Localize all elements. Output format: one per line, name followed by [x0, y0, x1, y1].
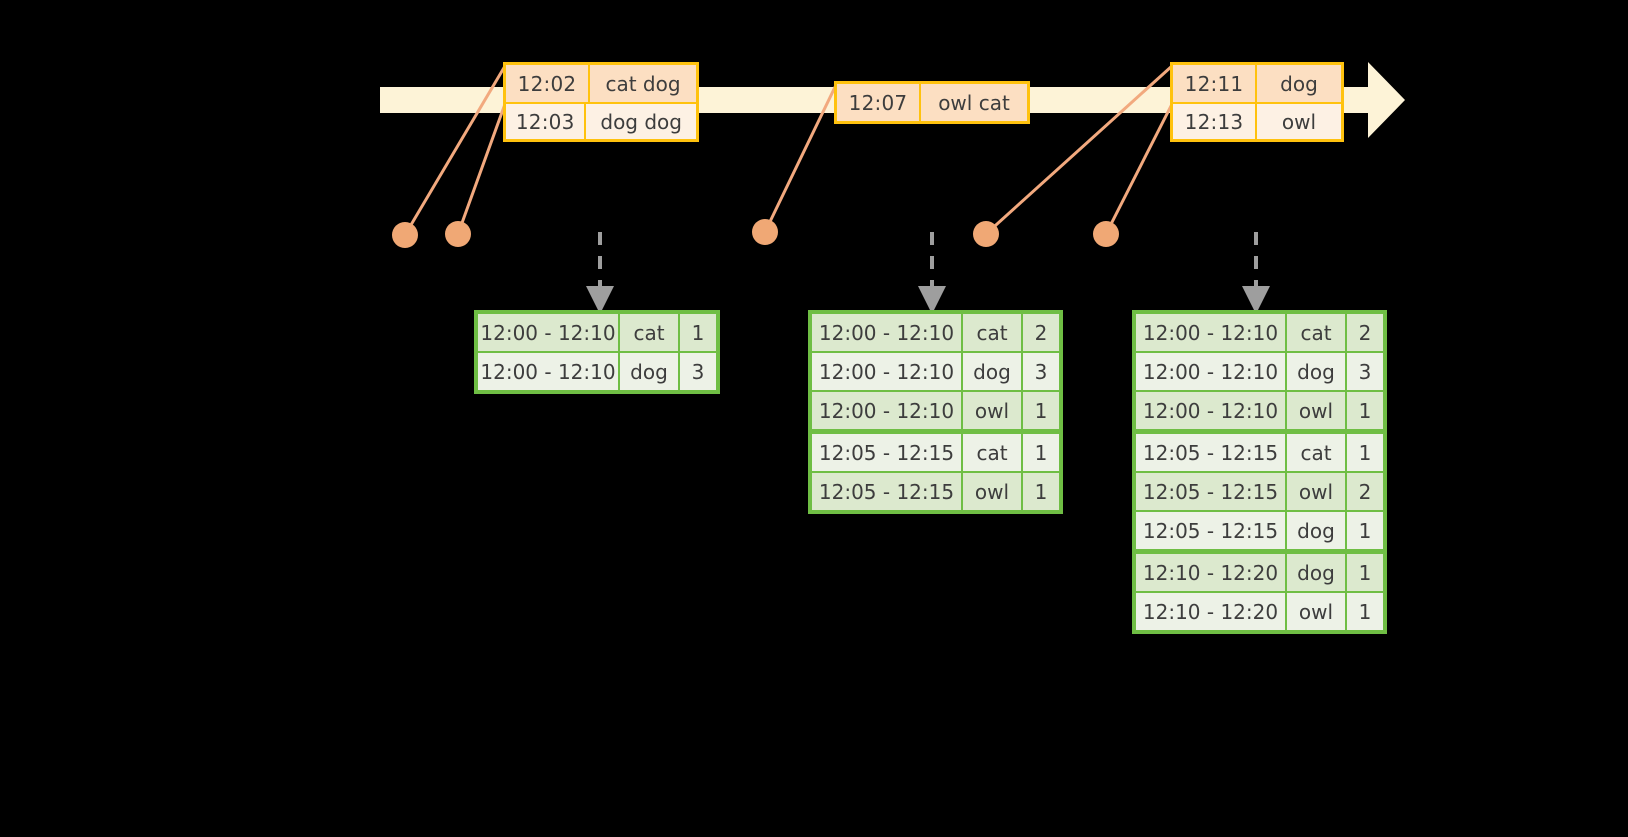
count-cell: 1	[680, 314, 716, 351]
key-cell: cat	[963, 314, 1021, 351]
table-row[interactable]: 12:00 - 12:10 cat 2	[1136, 314, 1383, 351]
event-row[interactable]: 12:02 cat dog	[506, 65, 696, 102]
count-cell: 1	[1347, 392, 1383, 429]
count-cell: 2	[1347, 473, 1383, 510]
event-dot-5	[1093, 221, 1119, 247]
window-cell: 12:00 - 12:10	[812, 392, 961, 429]
count-cell: 3	[1347, 353, 1383, 390]
event-time: 12:03	[506, 104, 587, 139]
key-cell: cat	[1287, 434, 1345, 471]
table-row[interactable]: 12:05 - 12:15 cat 1	[1136, 434, 1383, 471]
window-cell: 12:05 - 12:15	[812, 473, 961, 510]
key-cell: cat	[1287, 314, 1345, 351]
event-payload: owl cat	[938, 90, 1010, 115]
key-cell: dog	[963, 353, 1021, 390]
window-cell: 12:00 - 12:10	[1136, 314, 1285, 351]
event-row[interactable]: 12:11 dog	[1173, 65, 1341, 102]
count-cell: 1	[1023, 392, 1059, 429]
key-cell: dog	[1287, 512, 1345, 549]
window-cell: 12:10 - 12:20	[1136, 593, 1285, 630]
key-cell: owl	[963, 473, 1021, 510]
table-row[interactable]: 12:00 - 12:10 dog 3	[812, 353, 1059, 390]
window-cell: 12:05 - 12:15	[1136, 512, 1285, 549]
table-row[interactable]: 12:05 - 12:15 owl 1	[812, 473, 1059, 510]
window-cell: 12:05 - 12:15	[1136, 473, 1285, 510]
event-time: 12:07	[837, 84, 921, 121]
event-dots	[392, 219, 1119, 248]
window-cell: 12:00 - 12:10	[1136, 353, 1285, 390]
count-cell: 2	[1023, 314, 1059, 351]
event-dot-1	[392, 222, 418, 248]
window-cell: 12:05 - 12:15	[1136, 434, 1285, 471]
event-dot-2	[445, 221, 471, 247]
table-row[interactable]: 12:10 - 12:20 owl 1	[1136, 593, 1383, 630]
count-cell: 1	[1347, 512, 1383, 549]
table-row[interactable]: 12:00 - 12:10 cat 1	[478, 314, 716, 351]
key-cell: owl	[1287, 593, 1345, 630]
window-cell: 12:00 - 12:10	[812, 353, 961, 390]
window-cell: 12:10 - 12:20	[1136, 554, 1285, 591]
key-cell: dog	[1287, 554, 1345, 591]
count-cell: 2	[1347, 314, 1383, 351]
table-row[interactable]: 12:00 - 12:10 dog 3	[478, 353, 716, 390]
key-cell: cat	[620, 314, 678, 351]
emit-arrows	[586, 232, 1270, 314]
key-cell: owl	[963, 392, 1021, 429]
count-cell: 3	[1023, 353, 1059, 390]
count-cell: 1	[1023, 473, 1059, 510]
count-cell: 1	[1023, 434, 1059, 471]
event-payload: owl	[1281, 109, 1317, 134]
event-time: 12:02	[506, 65, 590, 102]
result-table-3[interactable]: 12:00 - 12:10 cat 2 12:00 - 12:10 dog 3 …	[1132, 310, 1387, 634]
count-cell: 3	[680, 353, 716, 390]
key-cell: owl	[1287, 473, 1345, 510]
event-payload: cat dog	[605, 71, 681, 96]
count-cell: 1	[1347, 434, 1383, 471]
event-time: 12:13	[1173, 104, 1257, 139]
window-cell: 12:00 - 12:10	[478, 314, 618, 351]
count-cell: 1	[1347, 593, 1383, 630]
table-row[interactable]: 12:00 - 12:10 cat 2	[812, 314, 1059, 351]
event-payload: dog dog	[600, 109, 682, 134]
event-group-2[interactable]: 12:07 owl cat	[834, 81, 1030, 124]
result-table-1[interactable]: 12:00 - 12:10 cat 1 12:00 - 12:10 dog 3	[474, 310, 720, 394]
table-row[interactable]: 12:00 - 12:10 owl 1	[812, 392, 1059, 429]
table-row[interactable]: 12:05 - 12:15 owl 2	[1136, 473, 1383, 510]
key-cell: dog	[620, 353, 678, 390]
event-time: 12:11	[1173, 65, 1257, 102]
event-row[interactable]: 12:07 owl cat	[837, 84, 1027, 121]
event-payload: dog	[1280, 71, 1318, 96]
key-cell: dog	[1287, 353, 1345, 390]
window-cell: 12:00 - 12:10	[478, 353, 618, 390]
event-dot-3	[752, 219, 778, 245]
event-group-1[interactable]: 12:02 cat dog 12:03 dog dog	[503, 62, 699, 142]
window-cell: 12:00 - 12:10	[812, 314, 961, 351]
event-row[interactable]: 12:13 owl	[1173, 102, 1341, 139]
table-row[interactable]: 12:00 - 12:10 dog 3	[1136, 353, 1383, 390]
table-row[interactable]: 12:05 - 12:15 dog 1	[1136, 512, 1383, 549]
key-cell: cat	[963, 434, 1021, 471]
window-cell: 12:00 - 12:10	[1136, 392, 1285, 429]
table-row[interactable]: 12:10 - 12:20 dog 1	[1136, 554, 1383, 591]
event-row[interactable]: 12:03 dog dog	[506, 102, 696, 139]
result-table-2[interactable]: 12:00 - 12:10 cat 2 12:00 - 12:10 dog 3 …	[808, 310, 1063, 514]
table-row[interactable]: 12:00 - 12:10 owl 1	[1136, 392, 1383, 429]
table-row[interactable]: 12:05 - 12:15 cat 1	[812, 434, 1059, 471]
key-cell: owl	[1287, 392, 1345, 429]
count-cell: 1	[1347, 554, 1383, 591]
window-cell: 12:05 - 12:15	[812, 434, 961, 471]
event-dot-4	[973, 221, 999, 247]
event-group-3[interactable]: 12:11 dog 12:13 owl	[1170, 62, 1344, 142]
